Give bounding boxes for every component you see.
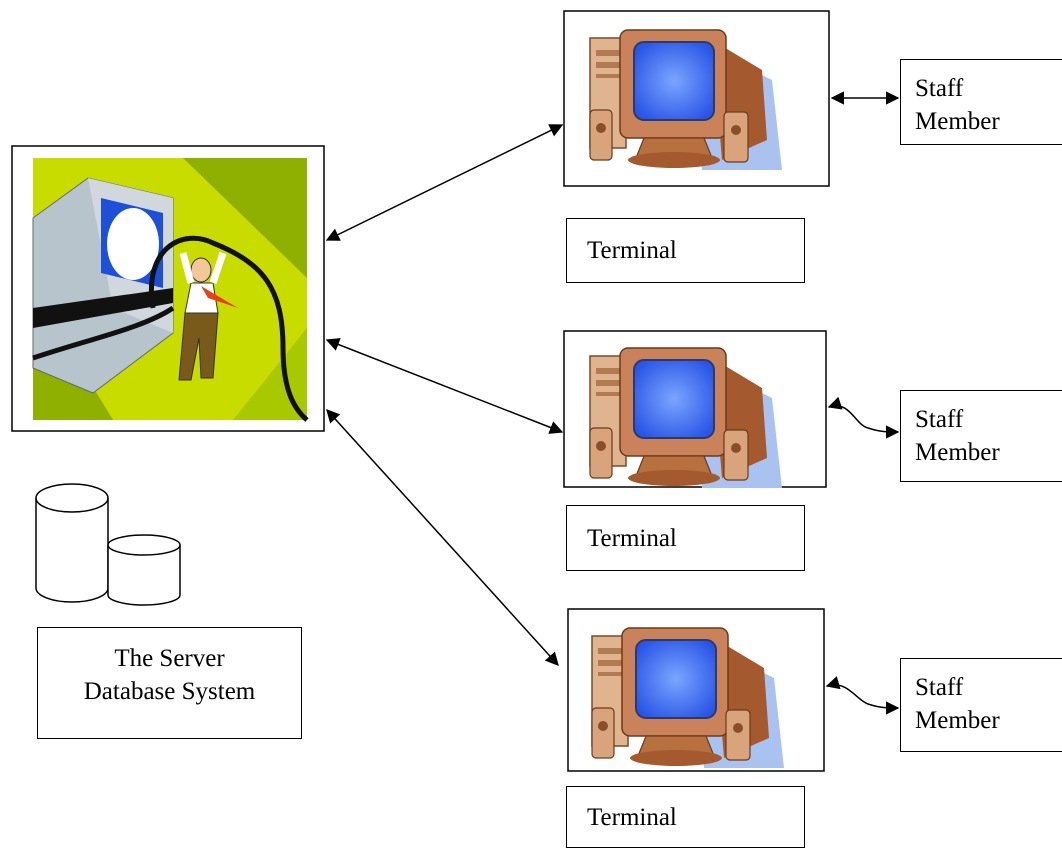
server-clipart-icon [32, 158, 309, 422]
staff-label-line2: Member [915, 108, 1000, 135]
staff-member-box-3: Staff Member [900, 658, 1062, 752]
terminal-label-text: Terminal [587, 237, 677, 264]
terminal-label-text: Terminal [587, 524, 677, 552]
server-label-line2: Database System [83, 678, 256, 705]
staff-member-box-1: Staff Member [900, 59, 1062, 145]
staff-arrow-3 [825, 676, 900, 715]
staff-member-box-2: Staff Member [900, 390, 1062, 482]
terminal-label-3: Terminal [566, 786, 805, 848]
link-arrow-3 [326, 408, 559, 667]
staff-label-line2: Member [915, 707, 1000, 734]
terminal-label-1: Terminal [566, 218, 805, 283]
terminal-label-2: Terminal [566, 505, 805, 571]
terminal-label-text: Terminal [587, 803, 677, 831]
staff-label-line1: Staff [915, 674, 964, 701]
staff-arrow-2 [827, 396, 900, 439]
link-arrow-2 [325, 338, 564, 434]
server-label-line1: The Server [114, 645, 225, 672]
database-cylinders-icon [35, 483, 181, 606]
link-arrow-1 [325, 124, 564, 241]
staff-label-line1: Staff [915, 75, 964, 102]
staff-label-line1: Staff [915, 406, 964, 433]
server-label-box: The Server Database System [37, 627, 302, 739]
staff-label-line2: Member [915, 439, 1000, 466]
